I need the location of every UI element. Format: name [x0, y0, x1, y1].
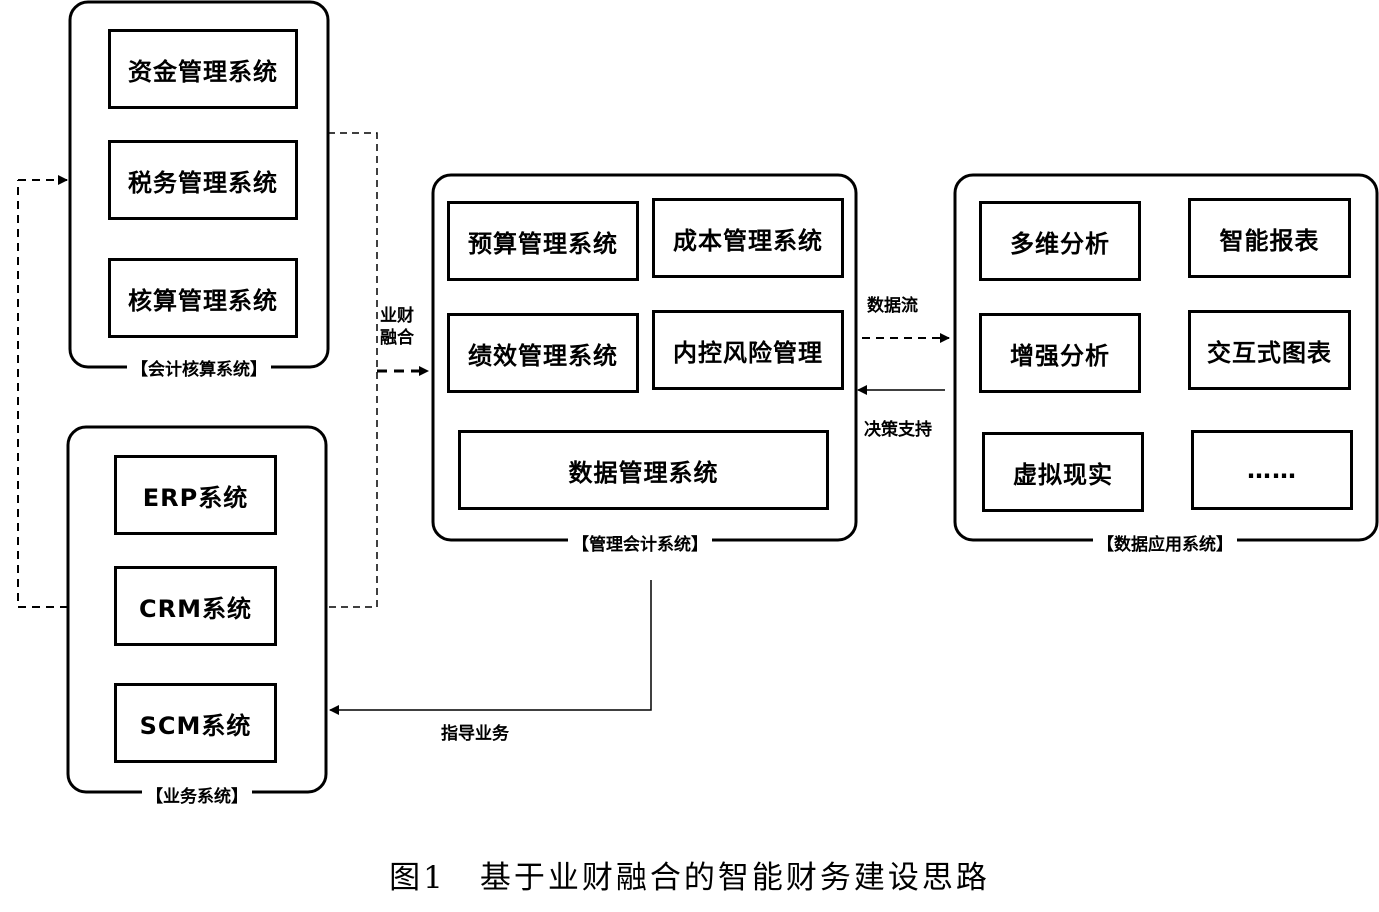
data-app-item-augmented: 增强分析	[979, 313, 1141, 393]
integration-bracket	[326, 132, 378, 608]
management-item-performance: 绩效管理系统	[447, 313, 639, 393]
accounting-item-ledger: 核算管理系统	[108, 258, 298, 338]
accounting-group-label: 【会计核算系统】	[127, 355, 271, 380]
data-app-item-more: ……	[1191, 430, 1353, 510]
accounting-item-tax: 税务管理系统	[108, 140, 298, 220]
business-item-crm: CRM系统	[114, 566, 277, 646]
data-flow-label: 数据流	[867, 296, 918, 316]
management-item-risk: 内控风险管理	[652, 310, 844, 390]
management-item-budget: 预算管理系统	[447, 201, 639, 281]
data-app-item-report: 智能报表	[1188, 198, 1351, 278]
decision-support-label: 决策支持	[864, 420, 932, 440]
business-group-label: 【业务系统】	[142, 782, 252, 807]
data-app-item-vr: 虚拟现实	[982, 432, 1144, 512]
data-app-item-chart: 交互式图表	[1188, 310, 1351, 390]
guide-business-label: 指导业务	[441, 724, 509, 744]
management-group-label: 【管理会计系统】	[568, 530, 712, 555]
guide-business-line	[329, 580, 652, 715]
feedback-loop-line	[17, 180, 68, 608]
business-item-erp: ERP系统	[114, 455, 277, 535]
integration-label-line1: 业财	[380, 306, 414, 326]
management-item-cost: 成本管理系统	[652, 198, 844, 278]
figure-caption: 图1 基于业财融合的智能财务建设思路	[389, 860, 990, 896]
integration-label: 业财 融合	[380, 305, 414, 349]
data-app-item-multidim: 多维分析	[979, 201, 1141, 281]
business-item-scm: SCM系统	[114, 683, 277, 763]
accounting-item-fund: 资金管理系统	[108, 29, 298, 109]
data-app-group-label: 【数据应用系统】	[1093, 530, 1237, 555]
management-item-data: 数据管理系统	[458, 430, 829, 510]
integration-label-line2: 融合	[380, 328, 414, 348]
